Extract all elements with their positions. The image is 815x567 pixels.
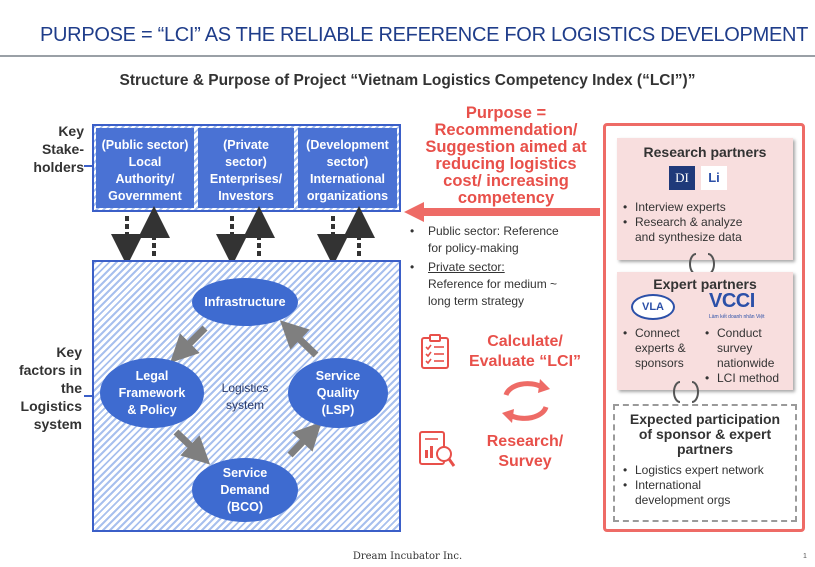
vcci-logo: VCCI: [709, 290, 755, 312]
infrastructure-node: Infrastructure: [192, 278, 298, 326]
public-sector-box: (Public sector) Local Authority/ Governm…: [96, 128, 194, 208]
legal-framework-node: Legal Framework & Policy: [100, 358, 204, 428]
purpose-bullets: • Public sector: Reference for policy-ma…: [410, 223, 605, 310]
expected-participation-list: •Logistics expert network •International…: [623, 463, 764, 507]
slide-subtitle: Structure & Purpose of Project “Vietnam …: [119, 72, 696, 89]
expert-right-list: •Conduct survey nationwide •LCI method: [705, 326, 780, 385]
cycle-icon: [502, 379, 550, 423]
checklist-icon: [421, 334, 449, 369]
purpose-statement: Purpose = Recommendation/ Suggestion aim…: [425, 104, 587, 207]
footer-company: Dream Incubator Inc.: [352, 551, 463, 562]
research-partner-logo: Li: [701, 166, 727, 190]
private-sector-bullet: • Private sector: Reference for medium ~…: [410, 260, 558, 308]
public-sector-bullet: • Public sector: Reference for policy-ma…: [410, 224, 559, 255]
research-report-icon: [419, 431, 456, 467]
service-demand-node: Service Demand (BCO): [192, 458, 298, 522]
development-sector-box: (Development sector) International organ…: [298, 128, 397, 208]
vla-logo: VLA: [631, 294, 675, 320]
vcci-caption: Làm kết doanh nhân Việt: [709, 314, 765, 320]
research-partners-panel: Research partners DI Li •Interview exper…: [617, 138, 793, 260]
expert-partners-panel: Expert partners VLA VCCI Làm kết doanh n…: [617, 272, 793, 390]
expected-participation-title: Expected participation of sponsor & expe…: [629, 411, 781, 457]
expected-participation-panel: Expected participation of sponsor & expe…: [613, 404, 797, 522]
expert-partners-title: Expert partners: [653, 276, 757, 292]
expert-left-list: •Connect experts & sponsors: [623, 326, 686, 370]
stakeholders-label: Key Stake- holders: [33, 123, 84, 175]
link-icon-2: [673, 381, 699, 403]
header-divider: [0, 55, 815, 57]
research-partners-list: •Interview experts •Research & analyze a…: [623, 200, 743, 244]
private-sector-box: (Private sector) Enterprises/ Investors: [198, 128, 294, 208]
dream-incubator-logo: DI: [669, 166, 695, 190]
key-factors-label: Key factors in the Logistics system: [18, 344, 82, 432]
research-survey-label: Research/ Survey: [486, 433, 564, 470]
research-partners-title: Research partners: [643, 144, 767, 160]
service-quality-node: Service Quality (LSP): [288, 358, 388, 428]
logistics-system-label: Logistics system: [221, 381, 269, 412]
page-title: PURPOSE = “LCI” AS THE RELIABLE REFERENC…: [40, 24, 809, 46]
page-number: 1: [803, 553, 807, 560]
calculate-label: Calculate/ Evaluate “LCI”: [468, 333, 582, 370]
